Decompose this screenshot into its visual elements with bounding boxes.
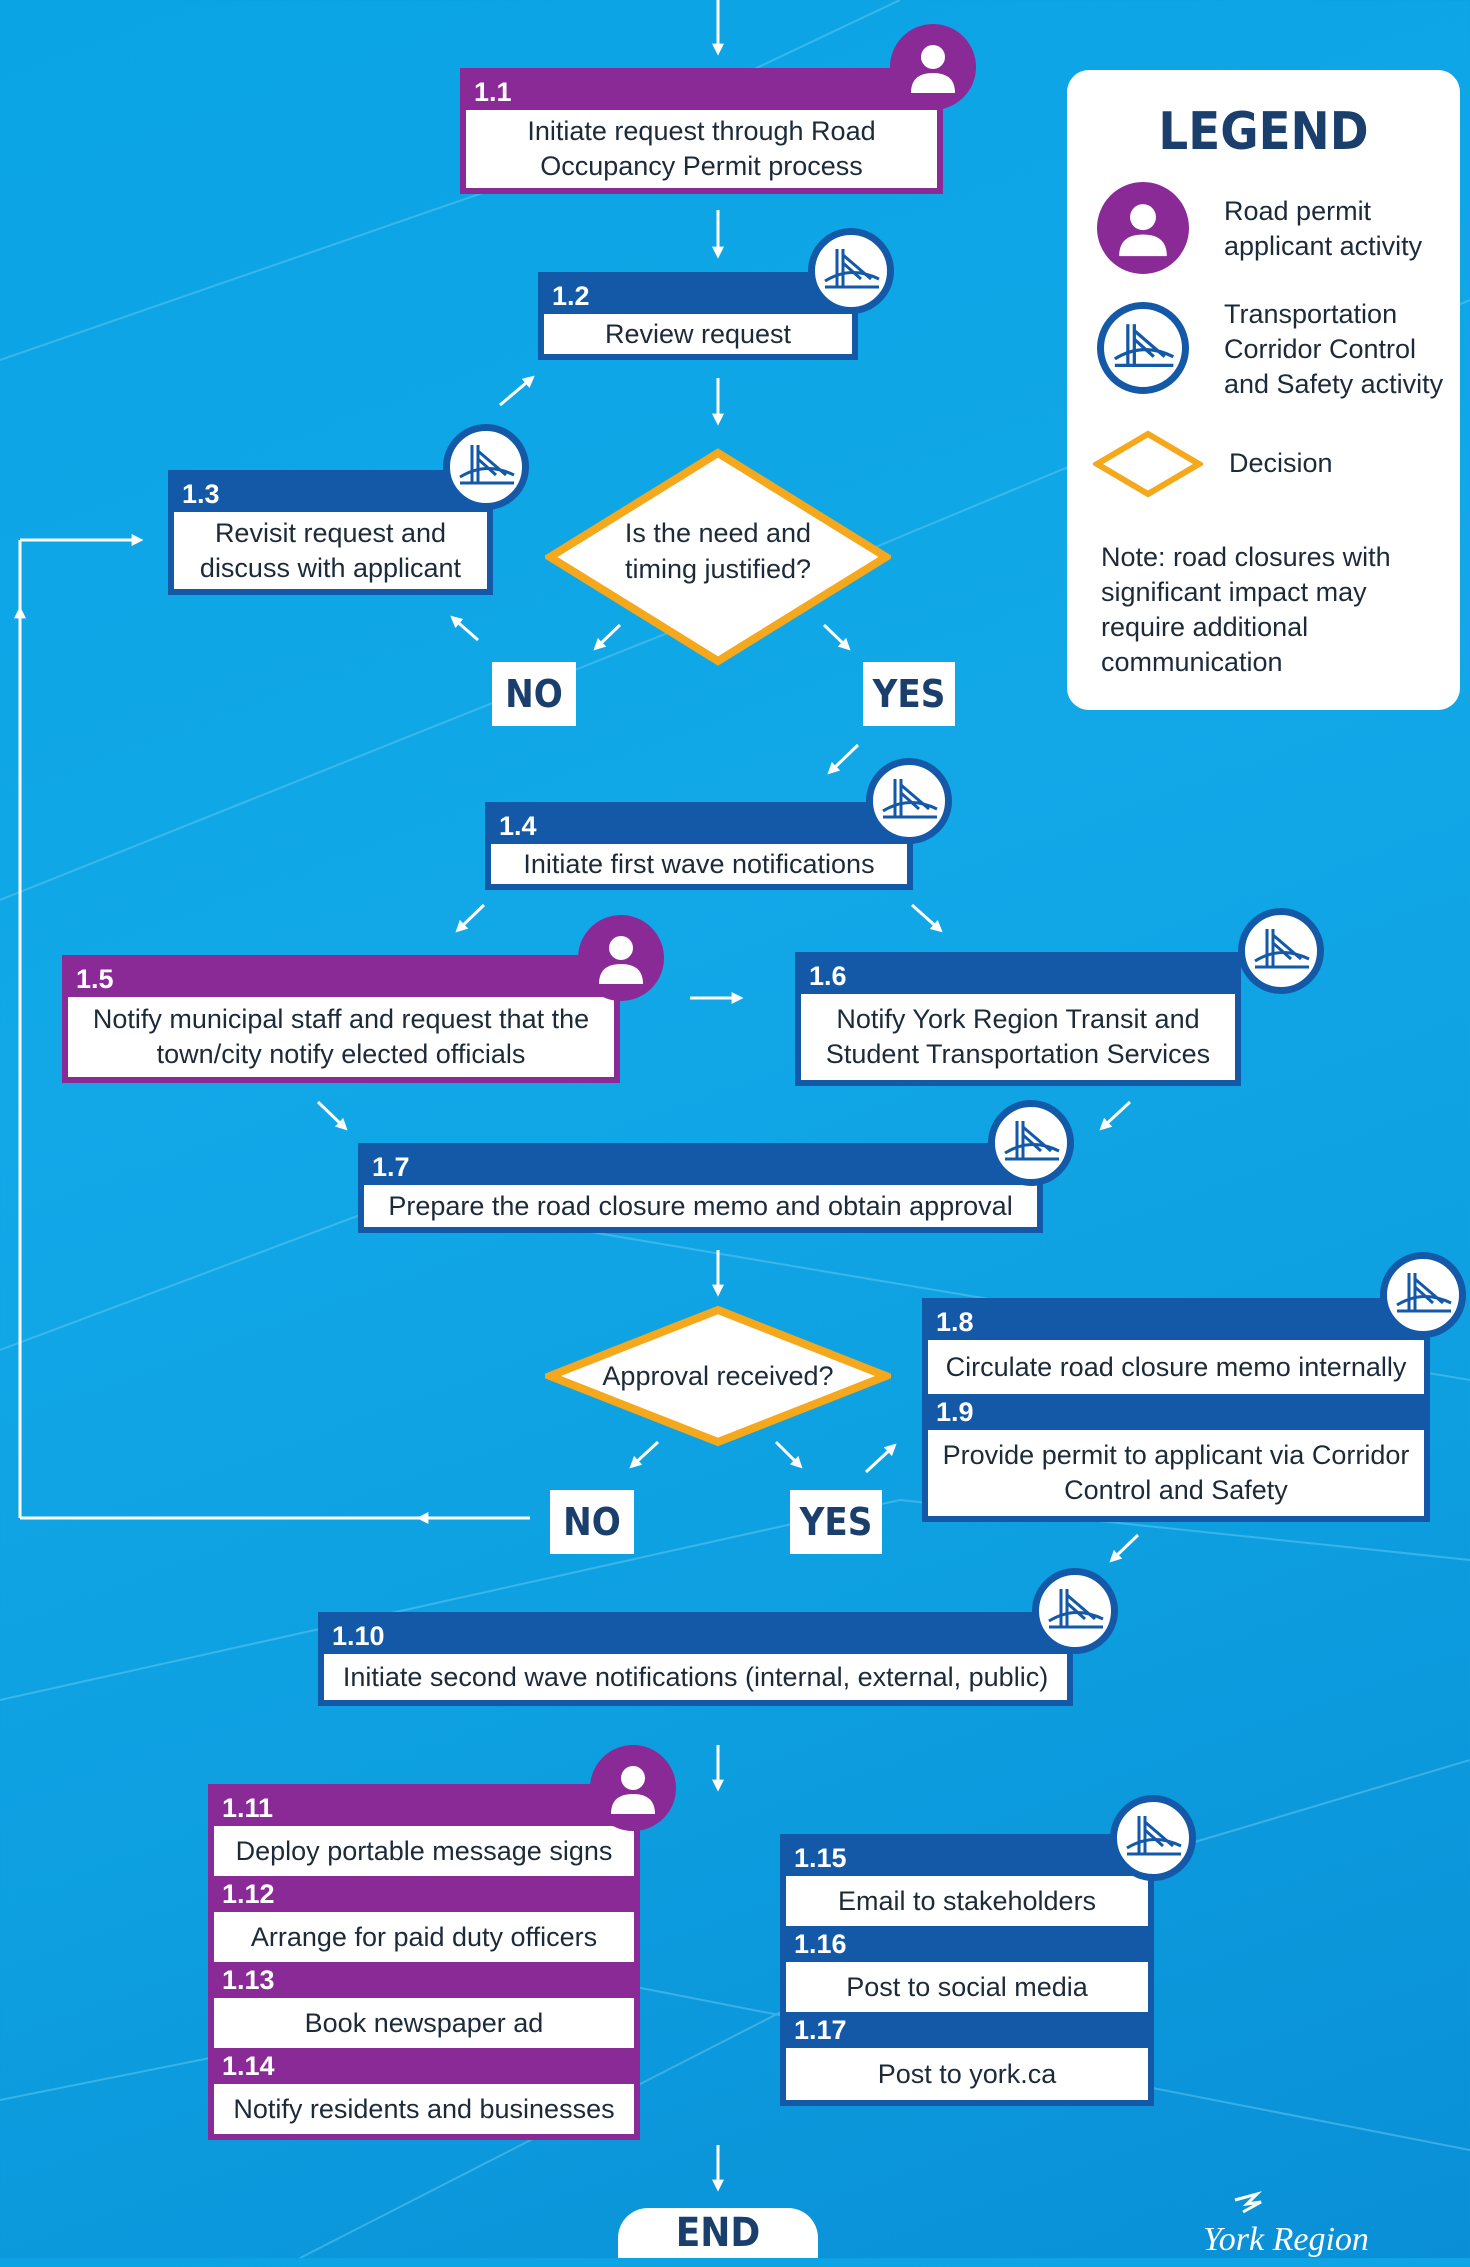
step-text-1-13: Book newspaper ad — [304, 2007, 544, 2038]
legend-tcs-line2: Corridor Control — [1224, 334, 1417, 364]
legend-title: LEGEND — [1158, 102, 1369, 162]
step-number-1-8: 1.8 — [928, 1304, 1424, 1340]
step-number-1-9: 1.9 — [928, 1394, 1424, 1430]
legend-tcs-line1: Transportation — [1224, 299, 1398, 329]
bridge-icon — [443, 424, 529, 510]
decision-approval-no-label: NO — [550, 1490, 634, 1554]
step-text: Review request — [604, 318, 792, 349]
step-1-10: 1.10 Initiate second wave notifications … — [318, 1612, 1073, 1706]
bridge-icon — [1032, 1568, 1118, 1654]
step-text-1-15: Email to stakeholders — [837, 1885, 1097, 1916]
person-icon — [1097, 182, 1189, 274]
step-1-1: 1.1 Initiate request through Road Occupa… — [460, 68, 943, 194]
bridge-icon — [988, 1100, 1074, 1186]
step-number-1-12: 1.12 — [214, 1876, 634, 1912]
step-number: 1.2 — [544, 278, 852, 314]
step-number-1-16: 1.16 — [786, 1926, 1148, 1962]
step-text: Notify municipal staff and request that … — [92, 1004, 590, 1069]
step-group-1-8-1-9: 1.8 Circulate road closure memo internal… — [922, 1298, 1430, 1522]
step-1-3: 1.3 Revisit request and discuss with app… — [168, 470, 493, 595]
legend-note-line3: require additional — [1101, 612, 1309, 642]
legend-panel: LEGEND Road permit applicant activity Tr… — [1067, 70, 1460, 710]
decision-need-no-label: NO — [492, 662, 576, 726]
step-text: Initiate first wave notifications — [523, 848, 875, 879]
step-text-1-16: Post to social media — [846, 1971, 1088, 2002]
step-text-1-8: Circulate road closure memo internally — [945, 1351, 1407, 1382]
svg-text:York Region: York Region — [1203, 2221, 1369, 2258]
step-1-2: 1.2 Review request — [538, 272, 858, 360]
step-number: 1.6 — [801, 958, 1235, 994]
step-number: 1.5 — [68, 961, 614, 997]
step-number-1-13: 1.13 — [214, 1962, 634, 1998]
step-text-1-12: Arrange for paid duty officers — [250, 1921, 598, 1952]
bridge-icon — [1380, 1252, 1466, 1338]
york-region-logo: York Region — [1195, 2190, 1425, 2267]
bridge-icon — [1238, 908, 1324, 994]
legend-decision-label: Decision — [1229, 448, 1333, 478]
step-text: Revisit request and discuss with applica… — [199, 517, 462, 583]
step-1-6: 1.6 Notify York Region Transit and Stude… — [795, 952, 1241, 1086]
step-text: Prepare the road closure memo and obtain… — [388, 1190, 1013, 1221]
bridge-icon — [808, 228, 894, 314]
legend-tcs-line3: and Safety activity — [1224, 369, 1444, 399]
step-number-1-15: 1.15 — [786, 1840, 1148, 1876]
decision-diamond-approval — [545, 1305, 891, 1447]
decision-approval-yes-label: YES — [790, 1490, 882, 1554]
step-1-7: 1.7 Prepare the road closure memo and ob… — [358, 1143, 1043, 1233]
step-group-1-11-1-14: 1.11 Deploy portable message signs 1.12 … — [208, 1784, 640, 2140]
decision-need-yes-label: YES — [863, 662, 955, 726]
decision-diamond-need — [545, 448, 891, 666]
legend-note: Note: road closures with significant imp… — [1101, 540, 1391, 680]
bridge-icon — [866, 758, 952, 844]
step-text: Initiate request through Road Occupancy … — [527, 116, 876, 181]
bridge-icon — [1097, 302, 1189, 394]
legend-note-line2: significant impact may — [1101, 577, 1367, 607]
step-number: 1.4 — [491, 808, 907, 844]
step-text-1-11: Deploy portable message signs — [235, 1835, 613, 1866]
decision-approval-text: Approval received? — [602, 1361, 834, 1391]
step-1-4: 1.4 Initiate first wave notifications — [485, 802, 913, 890]
step-group-1-15-1-17: 1.15 Email to stakeholders 1.16 Post to … — [780, 1834, 1154, 2106]
legend-applicant-label: Road permit applicant activity — [1224, 194, 1422, 264]
end-terminal: END — [618, 2208, 818, 2258]
diamond-icon — [1093, 430, 1203, 498]
step-text-1-17: Post to york.ca — [877, 2058, 1057, 2089]
decision-need-line2: timing justified? — [624, 554, 812, 584]
person-icon — [890, 24, 976, 110]
legend-tcs-label: Transportation Corridor Control and Safe… — [1224, 297, 1443, 402]
person-icon — [578, 915, 664, 1001]
step-number: 1.10 — [324, 1618, 1067, 1654]
step-number-1-11: 1.11 — [214, 1790, 634, 1826]
step-number-1-17: 1.17 — [786, 2012, 1148, 2048]
legend-applicant-line2: applicant activity — [1224, 231, 1423, 261]
legend-applicant-line1: Road permit — [1224, 196, 1372, 226]
step-text: Initiate second wave notifications (inte… — [342, 1661, 1049, 1692]
step-1-5: 1.5 Notify municipal staff and request t… — [62, 955, 620, 1083]
step-number: 1.3 — [174, 476, 487, 512]
step-text: Notify York Region Transit and Student T… — [825, 1004, 1211, 1069]
step-number: 1.7 — [364, 1149, 1037, 1185]
bridge-icon — [1110, 1795, 1196, 1881]
step-text-1-9: Provide permit to applicant via Corridor… — [942, 1440, 1410, 1505]
legend-note-line4: communication — [1101, 647, 1283, 677]
legend-note-line1: Note: road closures with — [1101, 542, 1391, 572]
decision-need-text: Is the need and timing justified? — [585, 515, 851, 587]
decision-need-line1: Is the need and — [624, 518, 812, 548]
step-text-1-14: Notify residents and businesses — [233, 2093, 615, 2124]
person-icon — [590, 1745, 676, 1831]
step-number-1-14: 1.14 — [214, 2048, 634, 2084]
step-number: 1.1 — [466, 74, 937, 110]
